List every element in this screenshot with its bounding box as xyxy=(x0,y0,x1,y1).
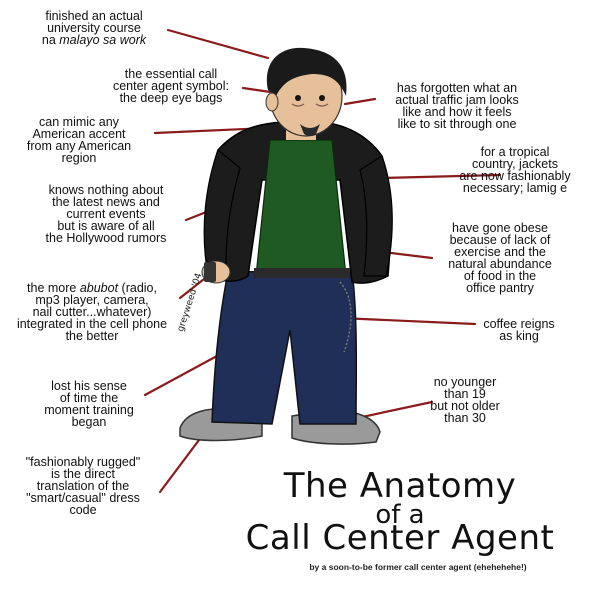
annotation-line: "fashionably rugged" xyxy=(25,455,141,469)
annotation-line: like and how it feels xyxy=(402,105,512,119)
byline: by a soon-to-be former call center agent… xyxy=(309,562,527,572)
annotation-line: finished an actual xyxy=(45,9,143,23)
annotation-line: than 19 xyxy=(444,387,486,401)
annotation-line: are now fashionably xyxy=(459,169,571,183)
cell-phone xyxy=(204,262,216,282)
right-arm xyxy=(359,155,393,277)
annotation-line: has forgotten what an xyxy=(396,81,518,95)
ear xyxy=(265,92,279,112)
annotation-line: actual traffic jam looks xyxy=(395,93,519,107)
annotation-line: the essential call xyxy=(124,67,218,81)
eye-bag-right xyxy=(315,103,329,107)
hair xyxy=(266,47,347,96)
annotation-line: knows nothing about xyxy=(48,183,164,197)
title-line-2: of a xyxy=(375,500,425,530)
annotation-line: like to sit through one xyxy=(397,117,517,131)
annotation-line: mp3 player, camera, xyxy=(35,293,149,307)
annotation-line: university course xyxy=(47,21,141,35)
pointer-course xyxy=(166,28,270,60)
annotation-line: the latest news and xyxy=(52,195,160,209)
goatee xyxy=(300,124,320,136)
eye-right xyxy=(319,95,325,101)
eye-bag-left xyxy=(291,103,305,107)
pointer-traffic xyxy=(343,97,377,106)
annotation-line: translation of the xyxy=(36,479,130,493)
annotation-line: natural abundance xyxy=(448,257,552,271)
annotation-line: American accent xyxy=(32,127,126,141)
annotation-line: from any American xyxy=(26,139,132,153)
annotation-gadgets: the more abubot (radio,mp3 player, camer… xyxy=(2,281,182,343)
pointer-coffee xyxy=(338,316,477,326)
annotation-line: have gone obese xyxy=(452,221,548,235)
annotation-line: can mimic any xyxy=(39,115,119,129)
title-line-1: The Anatomy xyxy=(283,466,517,506)
annotation-line: region xyxy=(61,151,97,165)
annotation-line: the better xyxy=(65,329,119,343)
annotation-line: lost his sense xyxy=(51,379,127,393)
annotation-line: no younger xyxy=(433,375,497,389)
annotation-line: is the direct xyxy=(51,467,115,481)
annotation-line: of food in the xyxy=(463,269,537,283)
annotation-line: than 30 xyxy=(444,411,486,425)
annotation-line: but not older xyxy=(430,399,500,413)
annotation-line: of time the xyxy=(59,391,119,405)
annotation-line: current events xyxy=(66,207,146,221)
annotation-line: for a tropical xyxy=(480,145,550,159)
annotation-line: office pantry xyxy=(466,281,534,295)
annotation-line: center agent symbol: xyxy=(112,79,230,93)
pointer-rugged xyxy=(158,430,207,494)
annotation-line: moment training xyxy=(44,403,134,417)
annotation-line: the Hollywood rumors xyxy=(45,231,167,245)
annotation-line: the deep eye bags xyxy=(119,91,223,105)
annotation-line: as king xyxy=(499,329,539,343)
pointer-jackets xyxy=(380,173,502,180)
annotation-line: coffee reigns xyxy=(483,317,555,331)
annotation-line: na malayo sa work xyxy=(41,33,147,47)
belt xyxy=(254,268,350,278)
annotation-line: integrated in the cell phone xyxy=(16,317,168,331)
annotation-line: code xyxy=(69,503,97,517)
title-line-3: Call Center Agent xyxy=(245,518,555,558)
pointer-time xyxy=(143,348,230,397)
annotation-line: "smart/casual" dress xyxy=(26,491,140,505)
call-center-agent-figure xyxy=(179,47,393,445)
annotation-line: but is aware of all xyxy=(57,219,155,233)
jeans xyxy=(211,269,358,425)
annotation-line: began xyxy=(71,415,107,429)
annotation-line: because of lack of xyxy=(449,233,551,247)
green-shirt xyxy=(255,139,347,277)
eye-left xyxy=(295,95,301,101)
annotation-line: nail cutter...whatever) xyxy=(32,305,152,319)
annotation-line: country, jackets xyxy=(472,157,558,171)
annotation-line: necessary; lamig e xyxy=(462,181,568,195)
annotation-line: the more abubot (radio, xyxy=(27,281,157,295)
wallet-chain xyxy=(339,281,352,353)
annotation-line: exercise and the xyxy=(454,245,546,259)
